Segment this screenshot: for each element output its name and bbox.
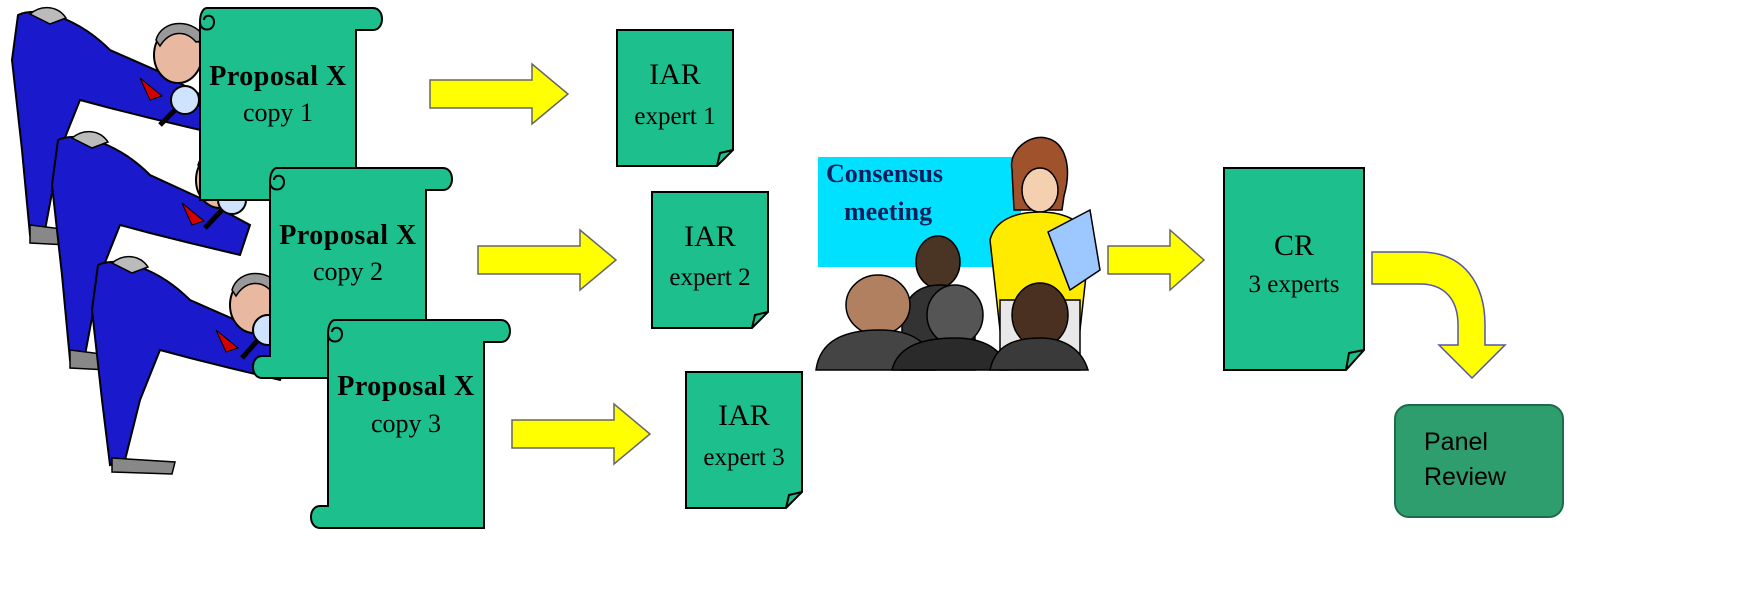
consensus-report-document: CR 3 experts [1223,167,1365,371]
consensus-line-2: meeting [844,197,932,226]
iar-title-2: IAR [684,220,736,253]
arrow-right-icon-3 [511,402,652,466]
iar-title-3: IAR [718,399,770,432]
proposal-copy-3: copy 3 [371,409,441,438]
proposal-copy-2: copy 2 [313,257,383,286]
proposal-copy-1: copy 1 [243,98,313,127]
arrow-right-icon-4 [1107,228,1206,292]
panel-review-box: Panel Review [1394,404,1564,518]
reviewer-figure-1 [10,6,212,246]
arrow-right-icon-2 [477,228,618,292]
consensus-meeting-illustration: Consensus meeting [815,136,1101,371]
iar-expert-1: expert 1 [634,103,715,130]
proposal-title-2: Proposal X [279,220,417,251]
audience-figures [815,235,1090,371]
cr-subtitle: 3 experts [1249,271,1340,298]
cr-title: CR [1274,229,1314,262]
iar-document-2: IAR expert 2 [651,191,769,329]
iar-document-1: IAR expert 1 [616,29,734,167]
panel-review-line-1: Panel [1424,428,1488,456]
arrow-right-icon-1 [429,62,570,126]
proposal-title-3: Proposal X [337,371,475,402]
iar-document-3: IAR expert 3 [685,371,803,509]
consensus-line-1: Consensus [826,159,943,188]
proposal-scroll-1: Proposal X copy 1 [199,7,383,201]
proposal-title-1: Proposal X [209,61,347,92]
iar-title-1: IAR [649,58,701,91]
proposal-scroll-3: Proposal X copy 3 [310,319,511,529]
iar-expert-3: expert 3 [703,444,784,471]
iar-expert-2: expert 2 [669,264,750,291]
curved-arrow-down-icon [1371,251,1507,380]
panel-review-line-2: Review [1424,463,1507,491]
